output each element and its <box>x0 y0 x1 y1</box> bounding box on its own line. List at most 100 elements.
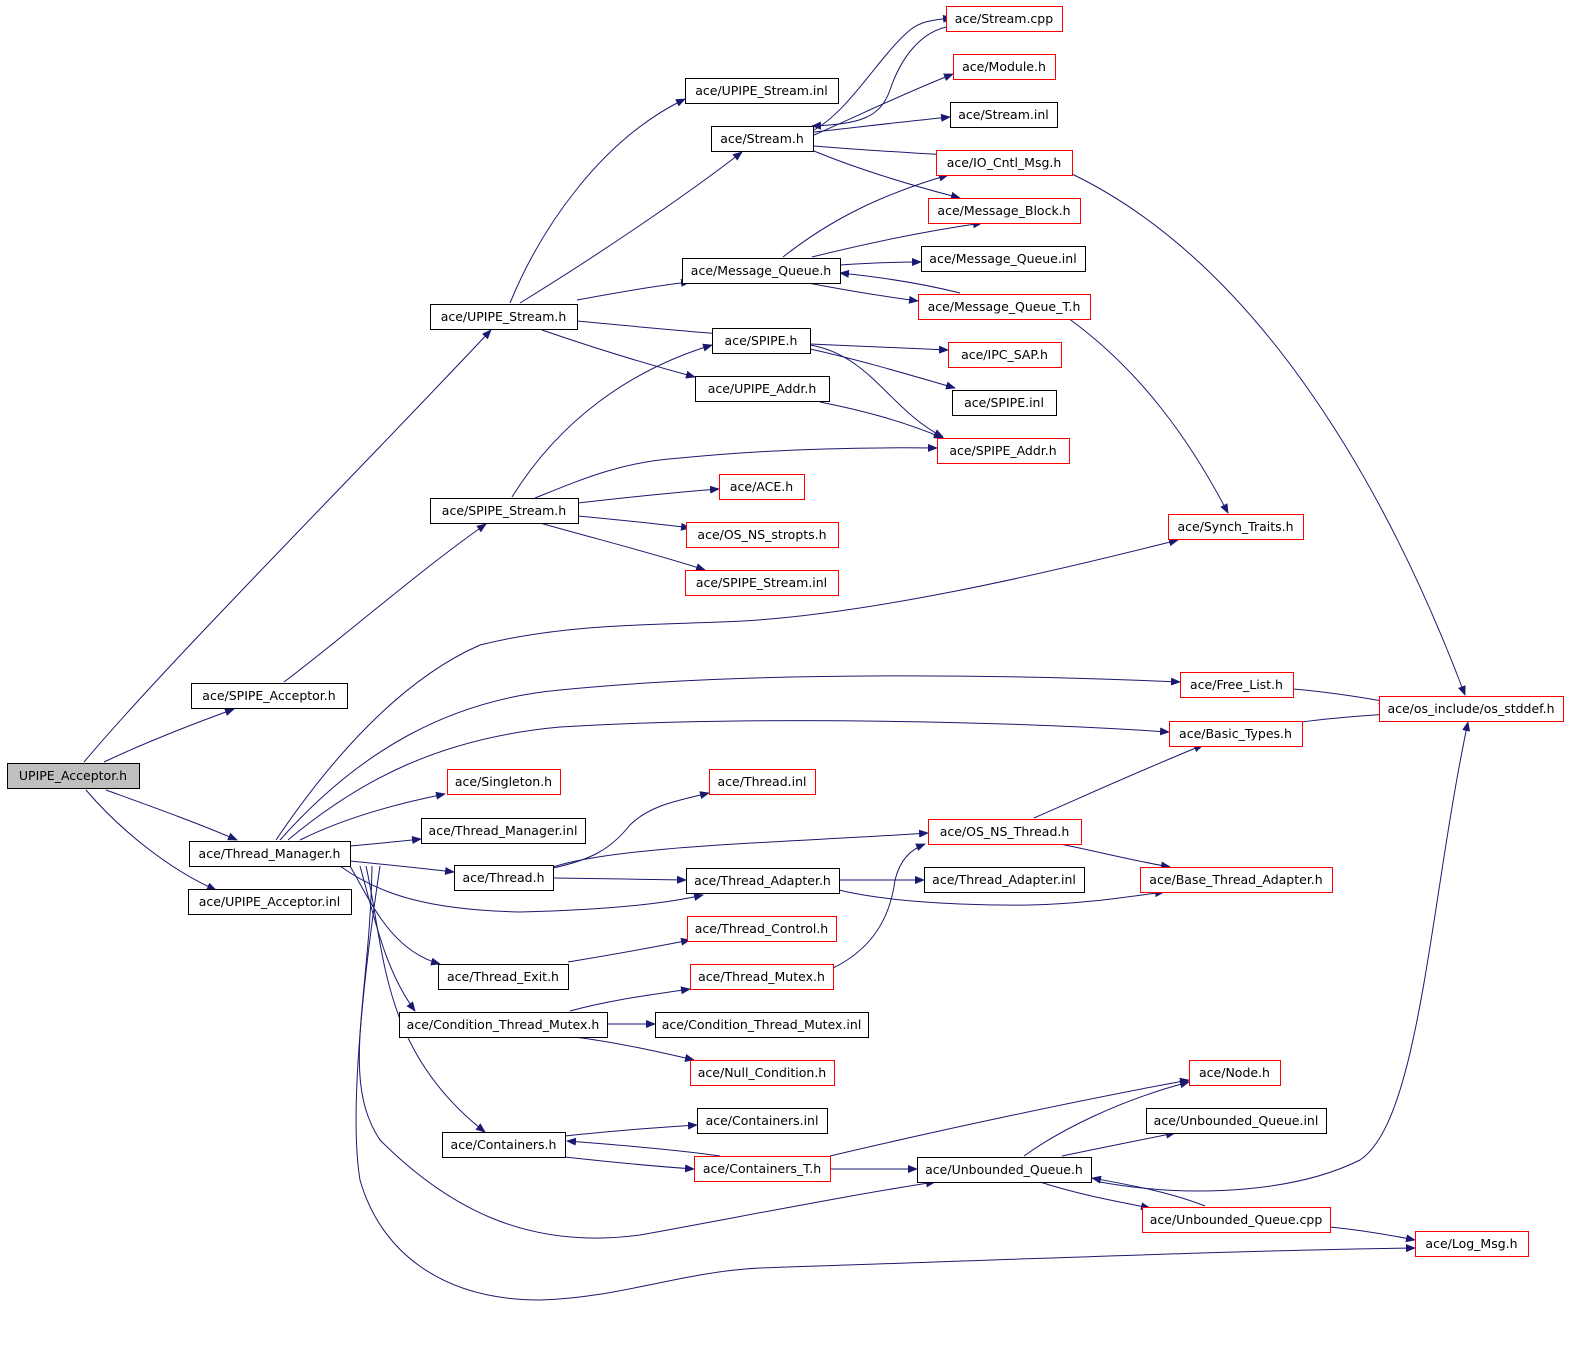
node-box <box>685 570 839 596</box>
node-log-msg-h[interactable]: ace/Log_Msg.h <box>1415 1231 1529 1257</box>
node-ace-h[interactable]: ace/ACE.h <box>719 474 805 500</box>
node-thread-control-h[interactable]: ace/Thread_Control.h <box>687 916 837 942</box>
node-unbounded-queue-h[interactable]: ace/Unbounded_Queue.h <box>917 1157 1092 1183</box>
node-upipe-stream-h[interactable]: ace/UPIPE_Stream.h <box>430 304 578 330</box>
node-unbounded-queue-inl[interactable]: ace/Unbounded_Queue.inl <box>1146 1108 1327 1134</box>
node-unbounded-queue-cpp[interactable]: ace/Unbounded_Queue.cpp <box>1142 1207 1331 1233</box>
node-singleton-h[interactable]: ace/Singleton.h <box>447 769 561 795</box>
node-spipe-h[interactable]: ace/SPIPE.h <box>712 328 811 354</box>
node-box <box>687 916 837 942</box>
node-label: ace/UPIPE_Acceptor.inl <box>199 894 341 909</box>
node-box <box>917 1157 1092 1183</box>
edge-thread-manager-to-thread-h <box>349 860 455 875</box>
edge-upipe-stream-to-message-queue-h <box>576 278 691 301</box>
node-root[interactable]: UPIPE_Acceptor.h <box>7 763 140 789</box>
node-io-cntl-msg-h[interactable]: ace/IO_Cntl_Msg.h <box>936 150 1073 176</box>
node-null-condition-h[interactable]: ace/Null_Condition.h <box>690 1060 835 1086</box>
node-node-h[interactable]: ace/Node.h <box>1189 1060 1281 1086</box>
edge-os-ns-thread-h-to-basic-types-h <box>1033 744 1204 819</box>
node-containers-inl[interactable]: ace/Containers.inl <box>697 1108 828 1134</box>
node-box <box>1180 672 1294 698</box>
node-upipe-addr-h[interactable]: ace/UPIPE_Addr.h <box>695 376 830 402</box>
edge-spipe-h-to-ipc-sap-h <box>809 343 949 354</box>
node-spipe-addr-h[interactable]: ace/SPIPE_Addr.h <box>937 438 1070 464</box>
edge-thread-manager-to-thread-manager-inl <box>349 836 422 847</box>
edge-thread-manager-to-basic-types-h <box>287 720 1170 841</box>
node-message-queue-h[interactable]: ace/Message_Queue.h <box>682 258 841 284</box>
node-box <box>921 246 1086 272</box>
edge-thread-manager-to-containers-h <box>365 865 486 1133</box>
edge-stream-h-to-message-block-h <box>813 150 961 200</box>
node-stream-cpp[interactable]: ace/Stream.cpp <box>946 6 1063 32</box>
edge-condition-thread-mutex-h-to-null-condition-h <box>574 1036 695 1062</box>
edge-thread-h-to-thread-adapter-h <box>552 875 687 884</box>
node-message-queue-t-h[interactable]: ace/Message_Queue_T.h <box>918 294 1091 320</box>
node-os-stddef-h[interactable]: ace/os_include/os_stddef.h <box>1379 696 1564 722</box>
node-label: ace/UPIPE_Stream.inl <box>695 83 828 98</box>
edge-upipe-addr-to-spipe-addr-h <box>819 401 944 439</box>
node-label: ace/SPIPE_Stream.inl <box>696 575 827 590</box>
edge-upipe-stream-to-spipe-h <box>576 320 723 338</box>
node-spipe-stream-h[interactable]: ace/SPIPE_Stream.h <box>430 498 579 524</box>
node-box <box>937 438 1070 464</box>
node-label: ace/Node.h <box>1199 1065 1270 1080</box>
node-label: ace/Message_Queue.inl <box>929 251 1076 266</box>
node-label: ace/Thread_Exit.h <box>447 969 559 984</box>
node-label: ace/SPIPE_Stream.h <box>442 503 566 518</box>
edge-thread-manager-to-thread-adapter-h <box>339 865 704 913</box>
node-containers-h[interactable]: ace/Containers.h <box>442 1132 566 1158</box>
edge-containers-h-to-containers-inl <box>564 1121 698 1137</box>
node-free-list-h[interactable]: ace/Free_List.h <box>1180 672 1294 698</box>
node-thread-mutex-h[interactable]: ace/Thread_Mutex.h <box>690 964 834 990</box>
node-os-ns-stropts-h[interactable]: ace/OS_NS_stropts.h <box>686 522 839 548</box>
edge-thread-adapter-h-to-base-thread-adapter-h <box>838 889 1165 906</box>
node-label: ace/ACE.h <box>730 479 793 494</box>
edge-stream-h-to-module-h <box>813 73 954 136</box>
node-label: ace/SPIPE_Acceptor.h <box>202 688 335 703</box>
node-box <box>690 1060 835 1086</box>
node-box <box>953 54 1056 80</box>
node-box <box>421 818 586 844</box>
node-spipe-acceptor-h[interactable]: ace/SPIPE_Acceptor.h <box>191 683 348 709</box>
node-thread-h[interactable]: ace/Thread.h <box>454 865 554 891</box>
node-basic-types-h[interactable]: ace/Basic_Types.h <box>1169 721 1303 747</box>
node-thread-manager-h[interactable]: ace/Thread_Manager.h <box>189 841 351 867</box>
node-thread-inl[interactable]: ace/Thread.inl <box>709 769 816 795</box>
node-label: ace/os_include/os_stddef.h <box>1387 701 1554 716</box>
node-condition-thread-mutex-inl[interactable]: ace/Condition_Thread_Mutex.inl <box>655 1012 869 1038</box>
node-spipe-stream-inl[interactable]: ace/SPIPE_Stream.inl <box>685 570 839 596</box>
edge-free-list-h-to-os-stddef-h <box>1292 688 1389 705</box>
node-label: ace/Message_Block.h <box>937 203 1070 218</box>
edge-message-queue-h-to-message-block-h <box>811 220 983 258</box>
node-upipe-acceptor-inl[interactable]: ace/UPIPE_Acceptor.inl <box>188 889 352 915</box>
node-box <box>1189 1060 1281 1086</box>
edge-upipe-stream-to-stream-h <box>519 151 743 304</box>
node-label: ace/Condition_Thread_Mutex.inl <box>662 1017 862 1032</box>
node-stream-inl[interactable]: ace/Stream.inl <box>950 102 1058 128</box>
node-ipc-sap-h[interactable]: ace/IPC_SAP.h <box>948 342 1062 368</box>
node-spipe-inl[interactable]: ace/SPIPE.inl <box>952 390 1057 416</box>
node-module-h[interactable]: ace/Module.h <box>953 54 1056 80</box>
node-box <box>430 498 579 524</box>
node-thread-adapter-h[interactable]: ace/Thread_Adapter.h <box>686 868 840 894</box>
edge-unbounded-queue-h-to-node-h <box>1023 1080 1190 1157</box>
node-thread-adapter-inl[interactable]: ace/Thread_Adapter.inl <box>924 867 1085 893</box>
node-label: ace/Null_Condition.h <box>698 1065 826 1080</box>
node-upipe-stream-inl[interactable]: ace/UPIPE_Stream.inl <box>685 78 839 104</box>
node-message-queue-inl[interactable]: ace/Message_Queue.inl <box>921 246 1086 272</box>
edge-thread-manager-to-condition-thread-mutex-h <box>359 865 416 1012</box>
node-base-thread-adapter-h[interactable]: ace/Base_Thread_Adapter.h <box>1140 867 1333 893</box>
node-containers-t-h[interactable]: ace/Containers_T.h <box>694 1156 831 1182</box>
node-label: ace/Module.h <box>962 59 1046 74</box>
edge-upipe-stream-to-upipe-addr-h <box>541 329 696 379</box>
node-synch-traits-h[interactable]: ace/Synch_Traits.h <box>1168 514 1304 540</box>
node-os-ns-thread-h[interactable]: ace/OS_NS_Thread.h <box>928 819 1082 845</box>
node-message-block-h[interactable]: ace/Message_Block.h <box>928 198 1081 224</box>
node-box <box>686 868 840 894</box>
edge-message-queue-t-h-to-synch-traits-h <box>1067 317 1229 514</box>
node-condition-thread-mutex-h[interactable]: ace/Condition_Thread_Mutex.h <box>399 1012 608 1038</box>
node-thread-manager-inl[interactable]: ace/Thread_Manager.inl <box>421 818 586 844</box>
node-thread-exit-h[interactable]: ace/Thread_Exit.h <box>438 964 569 990</box>
node-stream-h[interactable]: ace/Stream.h <box>711 126 814 152</box>
